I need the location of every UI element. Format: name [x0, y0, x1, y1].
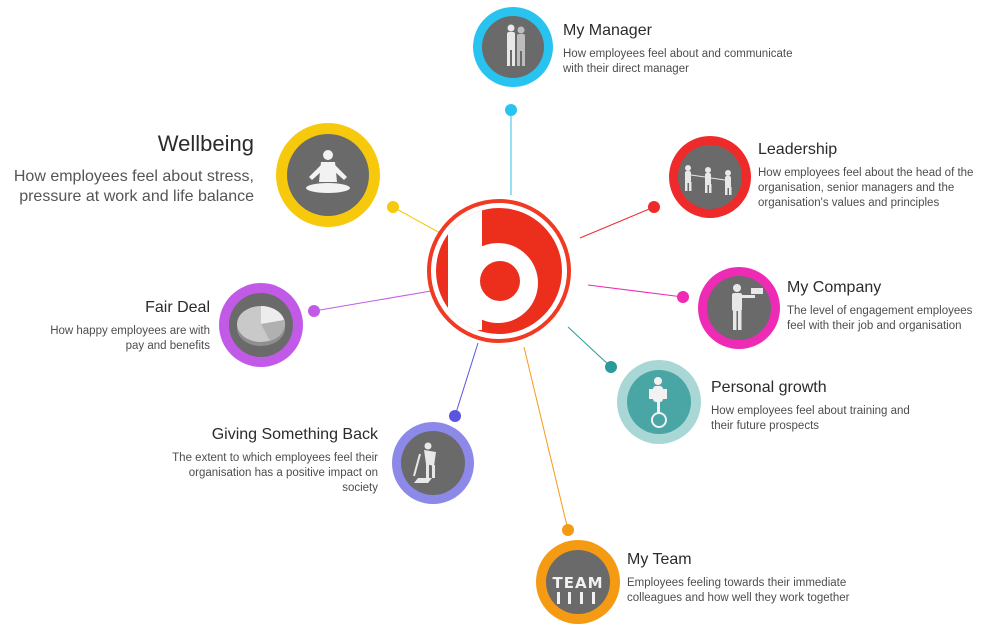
node-company-text: My Company The level of engagement emplo… — [787, 279, 987, 334]
node-manager-text: My Manager How employees feel about and … — [563, 22, 793, 77]
dot-company — [677, 291, 689, 303]
node-title: Wellbeing — [157, 131, 254, 156]
connector-growth — [567, 326, 612, 368]
presenter-icon — [732, 284, 763, 330]
two-people-icon — [507, 24, 525, 66]
node-giving-circle[interactable] — [392, 422, 474, 504]
connector-wellbeing — [392, 206, 441, 234]
node-wellbeing-text: Wellbeing How employees feel about stres… — [2, 131, 254, 207]
shovel-worker-icon — [413, 442, 436, 483]
dot-team — [562, 524, 574, 536]
node-company-circle[interactable] — [698, 267, 780, 349]
node-description: How employees feel about stress, pressur… — [13, 168, 254, 205]
node-fairdeal-circle[interactable] — [219, 283, 303, 367]
node-team-circle[interactable]: TEAM — [536, 540, 620, 624]
node-description: The level of engagement employees feel w… — [787, 305, 973, 332]
connector-giving — [454, 342, 479, 417]
connectors — [313, 110, 684, 531]
node-title: My Team — [627, 551, 692, 568]
node-description: How employees feel about the head of the… — [758, 167, 974, 209]
node-title: Personal growth — [711, 379, 827, 396]
team-letters: TEAM — [552, 574, 603, 592]
node-description: How employees feel about training and th… — [711, 405, 910, 432]
connector-fairdeal — [313, 289, 438, 312]
node-description: The extent to which employees feel their… — [172, 452, 378, 494]
node-title: My Manager — [563, 22, 652, 39]
node-giving-text: Giving Something Back The extent to whic… — [160, 426, 378, 496]
node-team-text: My Team Employees feeling towards their … — [627, 551, 877, 606]
climbers-icon — [685, 165, 732, 195]
dot-leadership — [648, 201, 660, 213]
connector-company — [587, 284, 684, 298]
dot-giving — [449, 410, 461, 422]
node-growth-text: Personal growth How employees feel about… — [711, 379, 911, 434]
meditation-icon — [306, 150, 350, 193]
dot-wellbeing — [387, 201, 399, 213]
node-leadership-text: Leadership How employees feel about the … — [758, 141, 986, 211]
dot-growth — [605, 361, 617, 373]
connector-team — [523, 346, 569, 531]
node-description: Employees feeling towards their immediat… — [627, 577, 850, 604]
node-title: Leadership — [758, 141, 838, 158]
node-growth-circle[interactable] — [617, 360, 701, 444]
node-leadership-circle[interactable] — [669, 136, 751, 218]
node-title: Fair Deal — [145, 299, 210, 316]
node-description: How employees feel about and communicate… — [563, 48, 793, 75]
dot-manager — [505, 104, 517, 116]
node-description: How happy employees are with pay and ben… — [50, 325, 210, 352]
pie-chart-icon — [237, 306, 285, 346]
center-logo — [427, 199, 571, 343]
connector-leadership — [579, 206, 655, 239]
dot-fairdeal — [308, 305, 320, 317]
node-fairdeal-text: Fair Deal How happy employees are with p… — [40, 299, 210, 354]
node-title: Giving Something Back — [211, 426, 378, 443]
unicycle-icon — [649, 377, 667, 428]
node-manager-circle[interactable] — [473, 7, 553, 87]
node-title: My Company — [787, 279, 882, 296]
node-wellbeing-circle[interactable] — [276, 123, 380, 227]
b-logo-icon — [448, 208, 538, 330]
team-letters-icon: TEAM — [552, 574, 603, 604]
